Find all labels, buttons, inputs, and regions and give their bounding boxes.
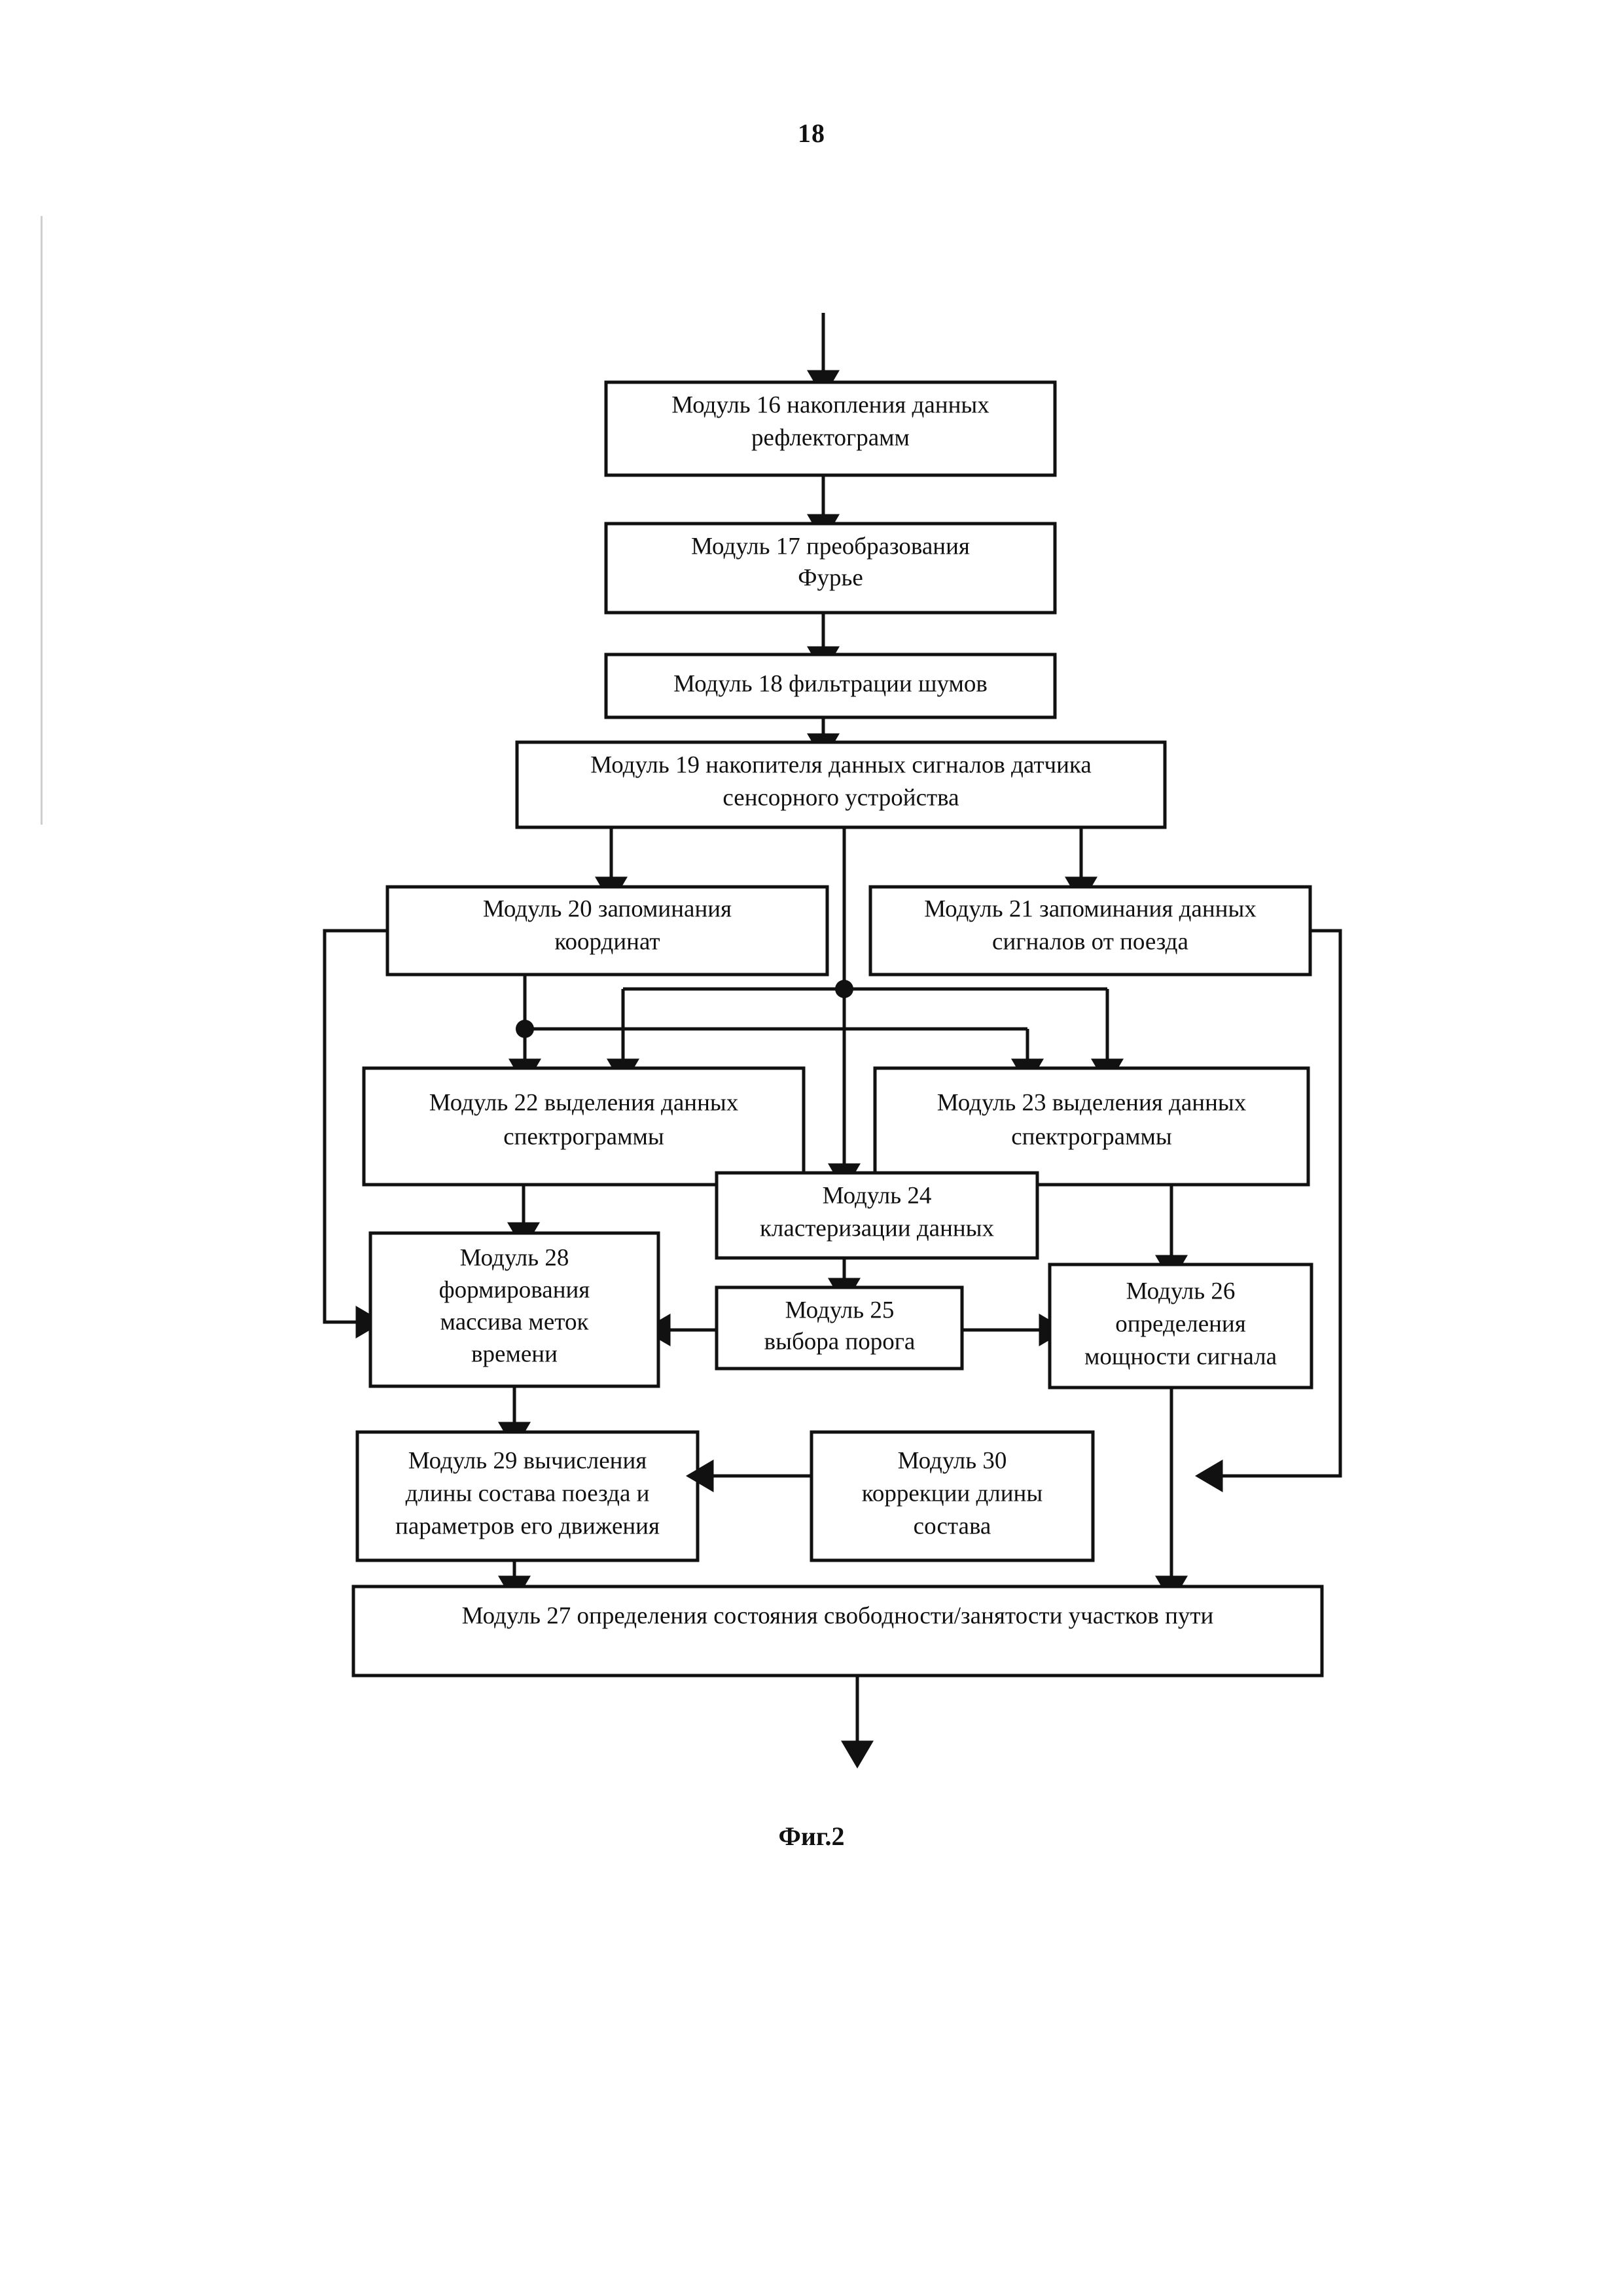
block-m24-line-1: Модуль 24 [823, 1182, 932, 1209]
block-m16 [604, 380, 1057, 477]
block-m19 [515, 740, 1167, 829]
block-m28-line-3: массива меток [440, 1308, 590, 1335]
block-m20-line-2: координат [554, 928, 660, 955]
block-m29-line-1: Модуль 29 вычисления [408, 1447, 647, 1474]
block-m22-line-2: спектрограммы [503, 1123, 664, 1150]
block-m17 [604, 522, 1057, 615]
block-m23-line-2: спектрограммы [1011, 1123, 1172, 1150]
block-m17-line-1: Модуль 17 преобразования [691, 533, 970, 560]
block-m27-line-1: Модуль 27 определения состояния свободно… [462, 1602, 1214, 1629]
block-m21 [868, 885, 1312, 977]
block-m25 [715, 1285, 964, 1371]
block-m20-line-1: Модуль 20 запоминания [483, 895, 732, 922]
page-margin-line [41, 216, 43, 825]
block-m29-line-2: длины состава поезда и [406, 1480, 650, 1507]
block-m16-line-2: рефлектограмм [751, 424, 910, 451]
block-m23 [873, 1066, 1310, 1187]
block-m20 [385, 885, 829, 977]
block-m28-line-1: Модуль 28 [460, 1244, 569, 1271]
block-m17-line-2: Фурье [798, 564, 863, 591]
block-m24 [715, 1171, 1039, 1260]
connector-m21-to-m30 [1195, 929, 1342, 1492]
block-m22-line-1: Модуль 22 выделения данных [429, 1089, 739, 1116]
block-m29-line-3: параметров его движения [395, 1513, 660, 1539]
block-m29 [355, 1430, 700, 1562]
block-m25-line-1: Модуль 25 [785, 1297, 895, 1323]
block-m30 [810, 1430, 1095, 1562]
block-m18-line-1: Модуль 18 фильтрации шумов [673, 670, 988, 697]
block-m19-line-1: Модуль 19 накопителя данных сигналов дат… [590, 751, 1092, 778]
block-m16-line-1: Модуль 16 накопления данных [671, 391, 990, 418]
block-m26-line-3: мощности сигнала [1084, 1343, 1277, 1370]
block-m30-line-3: состава [914, 1513, 991, 1539]
connector-m20-to-m28 [323, 929, 387, 1338]
block-m23-line-1: Модуль 23 выделения данных [937, 1089, 1247, 1116]
block-m30-line-2: коррекции длины [862, 1480, 1043, 1507]
page-number: 18 [798, 118, 825, 148]
block-m26 [1048, 1263, 1313, 1390]
block-m18 [604, 653, 1057, 719]
block-m28 [368, 1231, 660, 1388]
block-m21-line-1: Модуль 21 запоминания данных [924, 895, 1257, 922]
block-m25-line-2: выбора порога [764, 1328, 916, 1355]
block-m26-line-1: Модуль 26 [1126, 1278, 1236, 1304]
block-m22 [362, 1066, 806, 1187]
block-m30-line-1: Модуль 30 [898, 1447, 1007, 1474]
block-m27 [351, 1585, 1324, 1677]
block-m28-line-2: формирования [439, 1276, 590, 1303]
block-m28-line-4: времени [471, 1340, 558, 1367]
block-m19-line-2: сенсорного устройства [722, 784, 959, 811]
block-m24-line-2: кластеризации данных [760, 1215, 995, 1242]
block-m26-line-2: определения [1115, 1310, 1246, 1337]
block-m21-line-2: сигналов от поезда [992, 928, 1188, 955]
figure-caption: Фиг.2 [778, 1821, 845, 1851]
